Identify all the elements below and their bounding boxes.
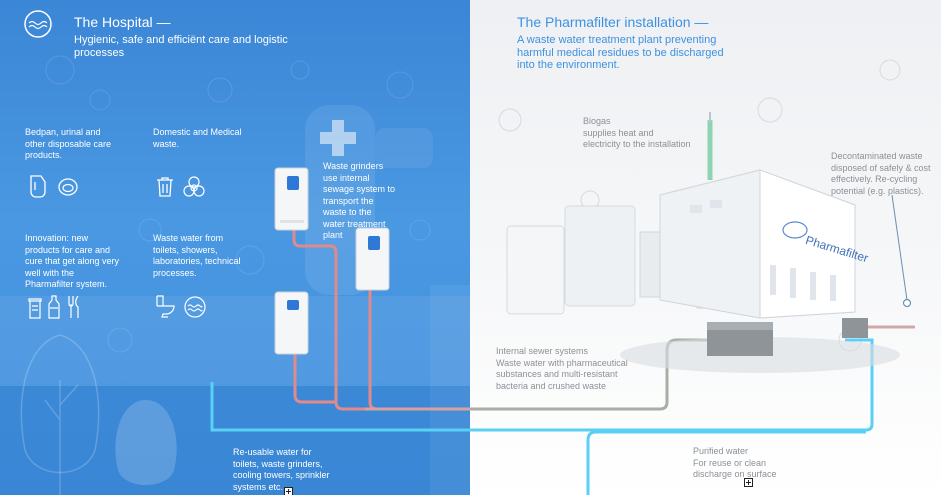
container-icon [27,296,43,325]
grinders-text: Waste grinders use internal sewage syste… [323,161,396,240]
purified-water-text: Purified water For reuse or clean discha… [693,446,777,479]
bedpan-icon [27,174,49,203]
installation-subtitle: A waste water treatment plant preventing… [517,34,724,71]
sewer-text: Internal sewer systems Waste water with … [496,346,628,391]
trash-bin-icon [155,176,175,203]
decontaminated-text: Decontaminated waste disposed of safely … [831,151,931,196]
biohazard-icon [182,175,206,204]
cursor-crosshair-icon [744,478,753,487]
innovation-text: Innovation: new products for care and cu… [25,233,120,289]
tree-left [20,334,100,495]
reusable-water-text: Re-usable water for toilets, waste grind… [233,447,330,492]
water-wave-icon [183,295,207,324]
wastewater-text: Waste water from toilets, showers, labor… [153,233,241,278]
bedpan-text: Bedpan, urinal and other disposable care… [25,127,112,160]
cutlery-icon [66,294,82,325]
cursor-crosshair-icon [284,487,293,495]
biogas-text: Biogas supplies heat and electricity to … [583,116,691,149]
hospital-title: The Hospital — [74,14,171,30]
hospital-panel: The Hospital — Hygienic, safe and effici… [0,0,470,495]
logo-icon [23,9,53,44]
installation-panel: The Pharmafilter installation — A waste … [470,0,941,495]
hospital-cross-icon [318,118,358,163]
bottle-icon [47,294,61,325]
hospital-subtitle: Hygienic, safe and efficiënt care and lo… [74,34,288,59]
domestic-text: Domestic and Medical waste. [153,127,242,149]
installation-title: The Pharmafilter installation — [517,14,709,30]
urinal-icon [57,177,79,202]
tree-right [115,400,177,485]
toilet-icon [154,294,176,323]
installation-background [498,59,901,352]
